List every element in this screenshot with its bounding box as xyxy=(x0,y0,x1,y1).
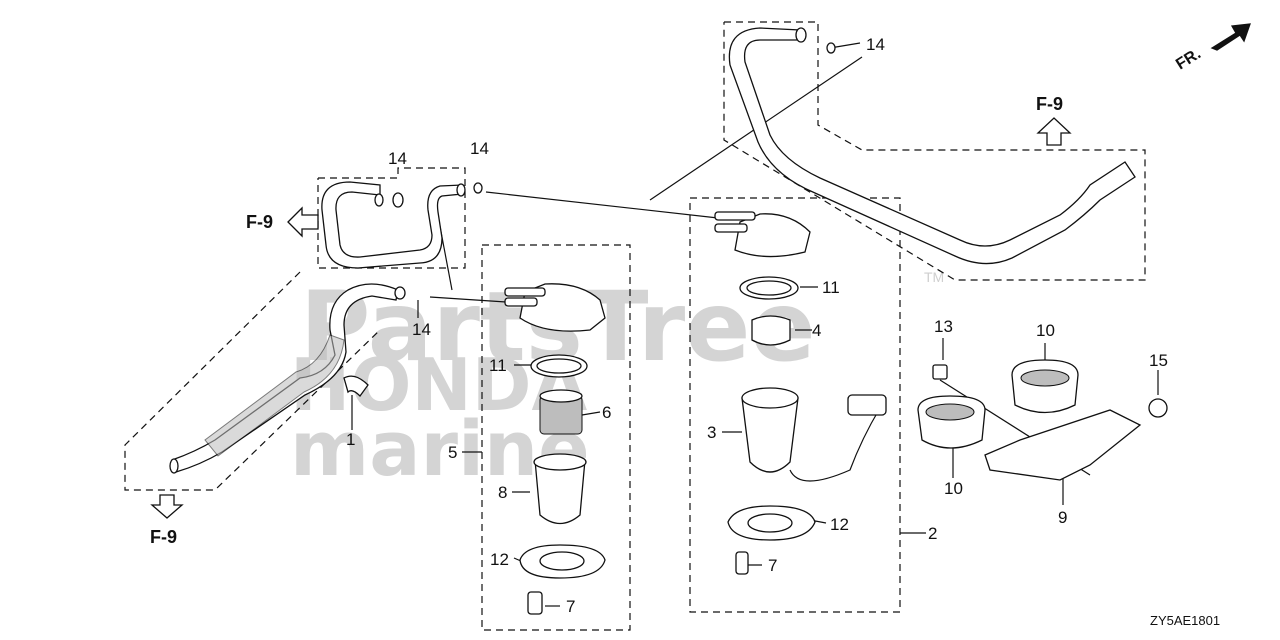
reference-left: F-9 xyxy=(246,206,319,238)
front-direction-indicator: FR. xyxy=(1173,23,1251,73)
callout-14: 14 xyxy=(388,149,407,168)
callout-14: 14 xyxy=(412,320,431,339)
ref-label-left: F-9 xyxy=(246,212,273,232)
callout-2: 2 xyxy=(928,524,937,543)
arrow-up-icon xyxy=(1036,117,1072,146)
callout-14: 14 xyxy=(866,35,885,54)
callouts: 14 14 14 14 11 11 1 2 3 4 5 6 7 7 8 9 10… xyxy=(346,35,1168,616)
filter-assembly-5 xyxy=(504,283,606,615)
callout-7: 7 xyxy=(768,556,777,575)
ref-label-bottom-left: F-9 xyxy=(150,527,177,547)
bracket-assembly xyxy=(917,359,1168,481)
lower-left-hose-box xyxy=(124,271,381,491)
lower-left-fuel-hose xyxy=(169,283,406,474)
arrow-down-icon xyxy=(150,494,184,519)
callout-4: 4 xyxy=(812,321,821,340)
upper-fuel-hose xyxy=(728,27,1136,265)
reference-top-right: F-9 xyxy=(1036,94,1072,146)
arrow-front-icon xyxy=(1210,23,1251,51)
diagram-code: ZY5AE1801 xyxy=(1150,613,1220,628)
callout-9: 9 xyxy=(1058,508,1067,527)
ref-label-top-right: F-9 xyxy=(1036,94,1063,114)
callout-1: 1 xyxy=(346,430,355,449)
callout-8: 8 xyxy=(498,483,507,502)
filter-assembly-box-5 xyxy=(481,244,631,631)
callout-14: 14 xyxy=(470,139,489,158)
watermark-trademark: TM xyxy=(924,269,944,285)
reference-bottom-left: F-9 xyxy=(150,494,184,547)
callout-11: 11 xyxy=(489,356,507,375)
callout-12: 12 xyxy=(490,550,509,569)
callout-10: 10 xyxy=(1036,321,1055,340)
callout-11: 11 xyxy=(822,278,840,297)
left-fuel-hose xyxy=(321,181,483,269)
left-hose-box xyxy=(317,167,466,269)
front-label: FR. xyxy=(1173,45,1204,73)
callout-10: 10 xyxy=(944,479,963,498)
callout-5: 5 xyxy=(448,443,457,462)
callout-13: 13 xyxy=(934,317,953,336)
callout-6: 6 xyxy=(602,403,611,422)
callout-12: 12 xyxy=(830,515,849,534)
callout-7: 7 xyxy=(566,597,575,616)
arrow-left-icon xyxy=(287,206,319,238)
callout-15: 15 xyxy=(1149,351,1168,370)
upper-hose-box xyxy=(723,21,1146,281)
assembly-boxes xyxy=(124,21,1146,631)
filter-assembly-2 xyxy=(714,211,887,575)
callout-3: 3 xyxy=(707,423,716,442)
watermark: PartsTree TM HONDA marine xyxy=(290,269,944,493)
